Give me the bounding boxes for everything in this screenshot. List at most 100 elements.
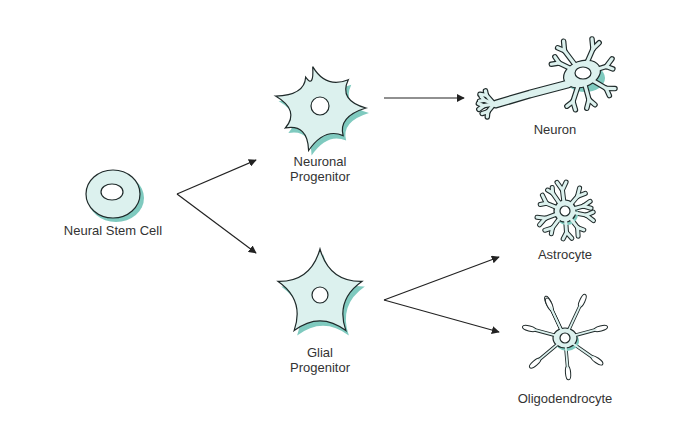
- myelin-sheath: [577, 293, 588, 308]
- cell-process-outline: [606, 66, 613, 68]
- cell-node: Oligodendrocyte: [505, 285, 625, 406]
- cell-process-outline: [551, 307, 563, 332]
- cell-process: [552, 215, 561, 228]
- cell-process: [570, 341, 593, 357]
- cell-process: [583, 206, 591, 208]
- cell-process: [562, 182, 566, 190]
- cell-process-outline: [542, 195, 546, 203]
- cell-illustration: [505, 175, 625, 247]
- cell-process: [482, 112, 488, 114]
- cell-process: [551, 309, 562, 333]
- cell-process: [606, 66, 613, 68]
- cell-nucleus: [560, 333, 570, 343]
- arrow-connector: [384, 97, 464, 98]
- cell-process: [565, 216, 566, 232]
- cell-process: [562, 41, 566, 51]
- cell-process: [534, 330, 559, 337]
- cell-node: Neuron: [470, 30, 640, 137]
- cell-nucleus: [311, 97, 329, 115]
- cell-illustration: [470, 30, 640, 122]
- cell-process: [563, 232, 566, 238]
- cell-process: [562, 190, 564, 206]
- cell-process: [570, 212, 586, 215]
- cell-illustration: [505, 285, 625, 391]
- cell-process-outline: [587, 100, 589, 109]
- cell-node: Glial Progenitor: [262, 245, 378, 375]
- cell-nucleus: [575, 67, 591, 79]
- cell-body: [278, 249, 362, 331]
- cell-process: [496, 84, 568, 104]
- cell-nucleus: [101, 184, 123, 200]
- cell-process: [546, 203, 560, 209]
- cell-process-outline: [496, 84, 568, 104]
- cell-process: [484, 91, 488, 95]
- arrow-connector: [177, 160, 256, 194]
- myelin-sheath: [544, 297, 555, 312]
- cell-illustration: [262, 58, 378, 154]
- myelin-sheath: [522, 324, 537, 333]
- cell-process-outline: [565, 216, 566, 232]
- cell-process: [566, 344, 568, 368]
- cell-process-outline: [583, 206, 591, 208]
- cell-process: [587, 100, 589, 109]
- cell-process: [559, 63, 574, 70]
- cell-process: [571, 330, 596, 337]
- cell-nucleus: [312, 287, 328, 303]
- cell-process: [551, 187, 554, 193]
- cell-process: [545, 228, 553, 230]
- cell-label: Neuron: [505, 122, 605, 137]
- cell-label: Astrocyte: [515, 247, 615, 262]
- cell-node: Astrocyte: [505, 175, 625, 262]
- cell-process: [576, 228, 580, 237]
- cell-label: Oligodendrocyte: [506, 391, 624, 406]
- cell-process: [585, 49, 593, 66]
- arrow-connector: [384, 257, 499, 300]
- cell-process: [478, 103, 483, 105]
- myelin-sheath: [593, 324, 608, 333]
- cell-process: [606, 88, 609, 95]
- cell-process: [577, 193, 585, 196]
- cell-label: Neuronal Progenitor: [278, 154, 362, 184]
- cell-process: [542, 195, 546, 203]
- cell-process: [589, 78, 606, 88]
- cell-process: [590, 66, 606, 71]
- cell-process-outline: [562, 190, 564, 206]
- cell-process: [551, 307, 563, 332]
- cell-process-outline: [563, 232, 566, 238]
- cell-process-outline: [567, 101, 573, 106]
- cell-process: [584, 82, 589, 100]
- cell-label: Glial Progenitor: [278, 345, 362, 375]
- cell-process: [481, 96, 484, 100]
- cell-process-outline: [478, 103, 483, 105]
- cell-process-outline: [551, 309, 562, 333]
- cell-process-outline: [562, 182, 566, 190]
- cell-node: Neuronal Progenitor: [262, 58, 378, 184]
- cell-body: [86, 170, 140, 218]
- cell-process: [567, 101, 573, 106]
- cell-process: [537, 217, 545, 218]
- cell-process: [555, 57, 559, 63]
- cell-node: Neural Stem Cell: [55, 165, 171, 238]
- cell-process-outline: [537, 217, 545, 218]
- cell-process-outline: [482, 112, 488, 114]
- cell-process: [553, 193, 562, 206]
- cell-process: [593, 43, 599, 49]
- cell-process: [569, 196, 578, 206]
- cell-nucleus: [560, 206, 570, 216]
- cell-process-outline: [539, 342, 560, 360]
- cell-process: [568, 305, 581, 332]
- cell-process: [539, 342, 560, 360]
- arrow-connector: [177, 194, 256, 253]
- cell-process: [568, 215, 577, 227]
- cell-process: [570, 206, 583, 209]
- cell-process-outline: [586, 215, 593, 220]
- arrow-connector: [384, 300, 499, 332]
- cell-process: [545, 213, 560, 218]
- cell-process: [586, 215, 593, 220]
- cell-illustration: [55, 165, 171, 223]
- cell-process: [573, 82, 579, 101]
- cell-label: Neural Stem Cell: [57, 223, 169, 238]
- cell-illustration: [262, 245, 378, 345]
- cell-process-outline: [568, 305, 581, 332]
